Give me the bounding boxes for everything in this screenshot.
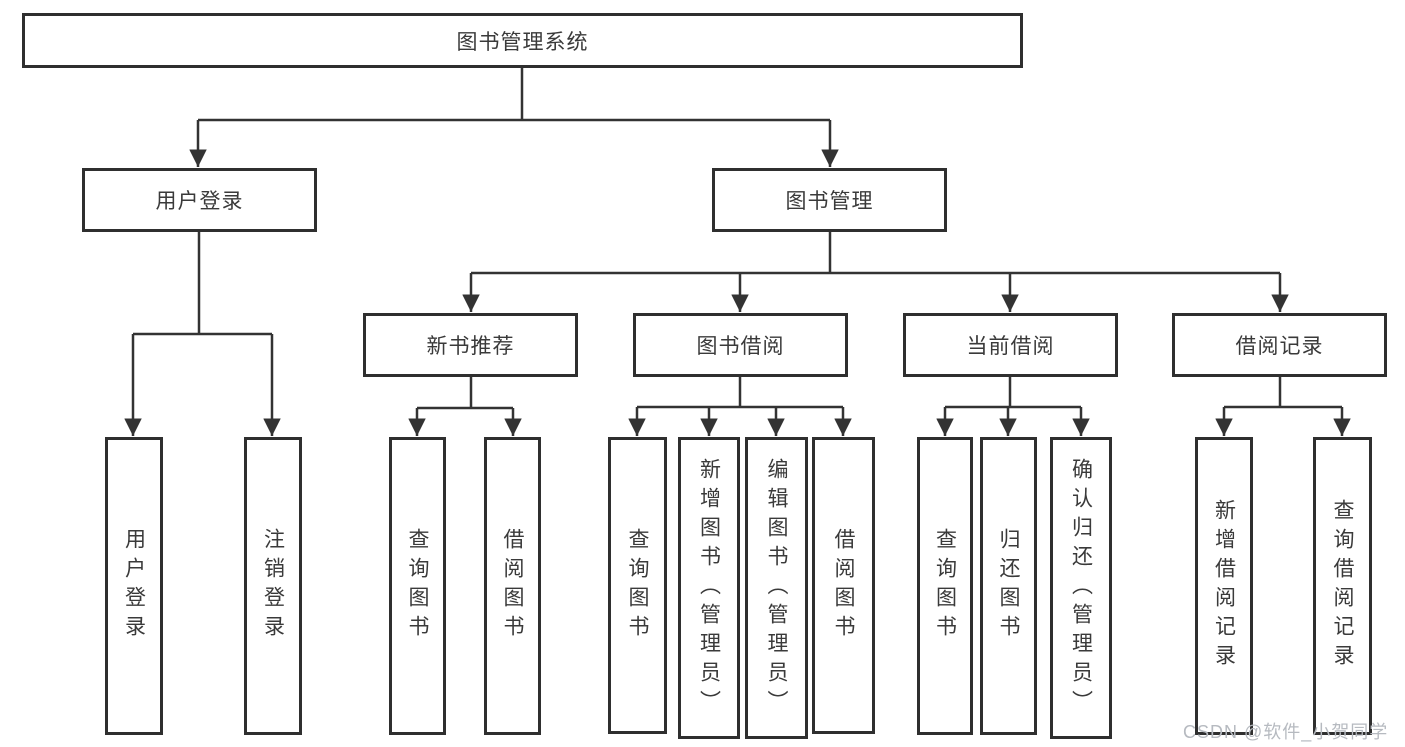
leaf-confirm-return-admin-label: 确认归还（管理员） — [1069, 457, 1093, 719]
node-borrow-record: 借阅记录 — [1172, 313, 1387, 377]
leaf-recommend-borrow-books-label: 借阅图书 — [501, 528, 524, 644]
leaf-edit-books-admin-label: 编辑图书（管理员） — [765, 457, 788, 719]
leaf-confirm-return-admin: 确认归还（管理员） — [1050, 437, 1112, 739]
leaf-borrow-query-books-label: 查询图书 — [626, 527, 649, 644]
leaf-current-query-books-label: 查询图书 — [933, 528, 957, 644]
node-book-management: 图书管理 — [712, 168, 947, 232]
leaf-recommend-query-books-label: 查询图书 — [406, 528, 429, 644]
leaf-query-borrow-record-label: 查询借阅记录 — [1331, 499, 1354, 673]
leaf-add-borrow-record: 新增借阅记录 — [1195, 437, 1253, 735]
leaf-user-login: 用户登录 — [105, 437, 163, 735]
leaf-add-books-admin: 新增图书（管理员） — [678, 437, 740, 739]
leaf-edit-books-admin: 编辑图书（管理员） — [745, 437, 808, 739]
leaf-borrow-books: 借阅图书 — [812, 437, 875, 734]
leaf-recommend-query-books: 查询图书 — [389, 437, 446, 735]
node-current-borrow: 当前借阅 — [903, 313, 1118, 377]
leaf-user-login-label: 用户登录 — [122, 528, 146, 644]
leaf-add-borrow-record-label: 新增借阅记录 — [1212, 499, 1236, 673]
node-new-book-recommend: 新书推荐 — [363, 313, 578, 377]
leaf-logout: 注销登录 — [244, 437, 302, 735]
leaf-borrow-books-label: 借阅图书 — [832, 527, 855, 644]
node-book-borrow: 图书借阅 — [633, 313, 848, 377]
leaf-add-books-admin-label: 新增图书（管理员） — [697, 457, 721, 719]
leaf-recommend-borrow-books: 借阅图书 — [484, 437, 541, 735]
node-user-login-branch: 用户登录 — [82, 168, 317, 232]
node-root: 图书管理系统 — [22, 13, 1023, 68]
leaf-borrow-query-books: 查询图书 — [608, 437, 667, 734]
csdn-watermark: CSDN @软件_小贺同学 — [1183, 722, 1389, 742]
leaf-return-books-label: 归还图书 — [997, 528, 1020, 644]
leaf-current-query-books: 查询图书 — [917, 437, 973, 735]
leaf-logout-label: 注销登录 — [261, 528, 285, 644]
leaf-query-borrow-record: 查询借阅记录 — [1313, 437, 1372, 735]
leaf-return-books: 归还图书 — [980, 437, 1037, 735]
